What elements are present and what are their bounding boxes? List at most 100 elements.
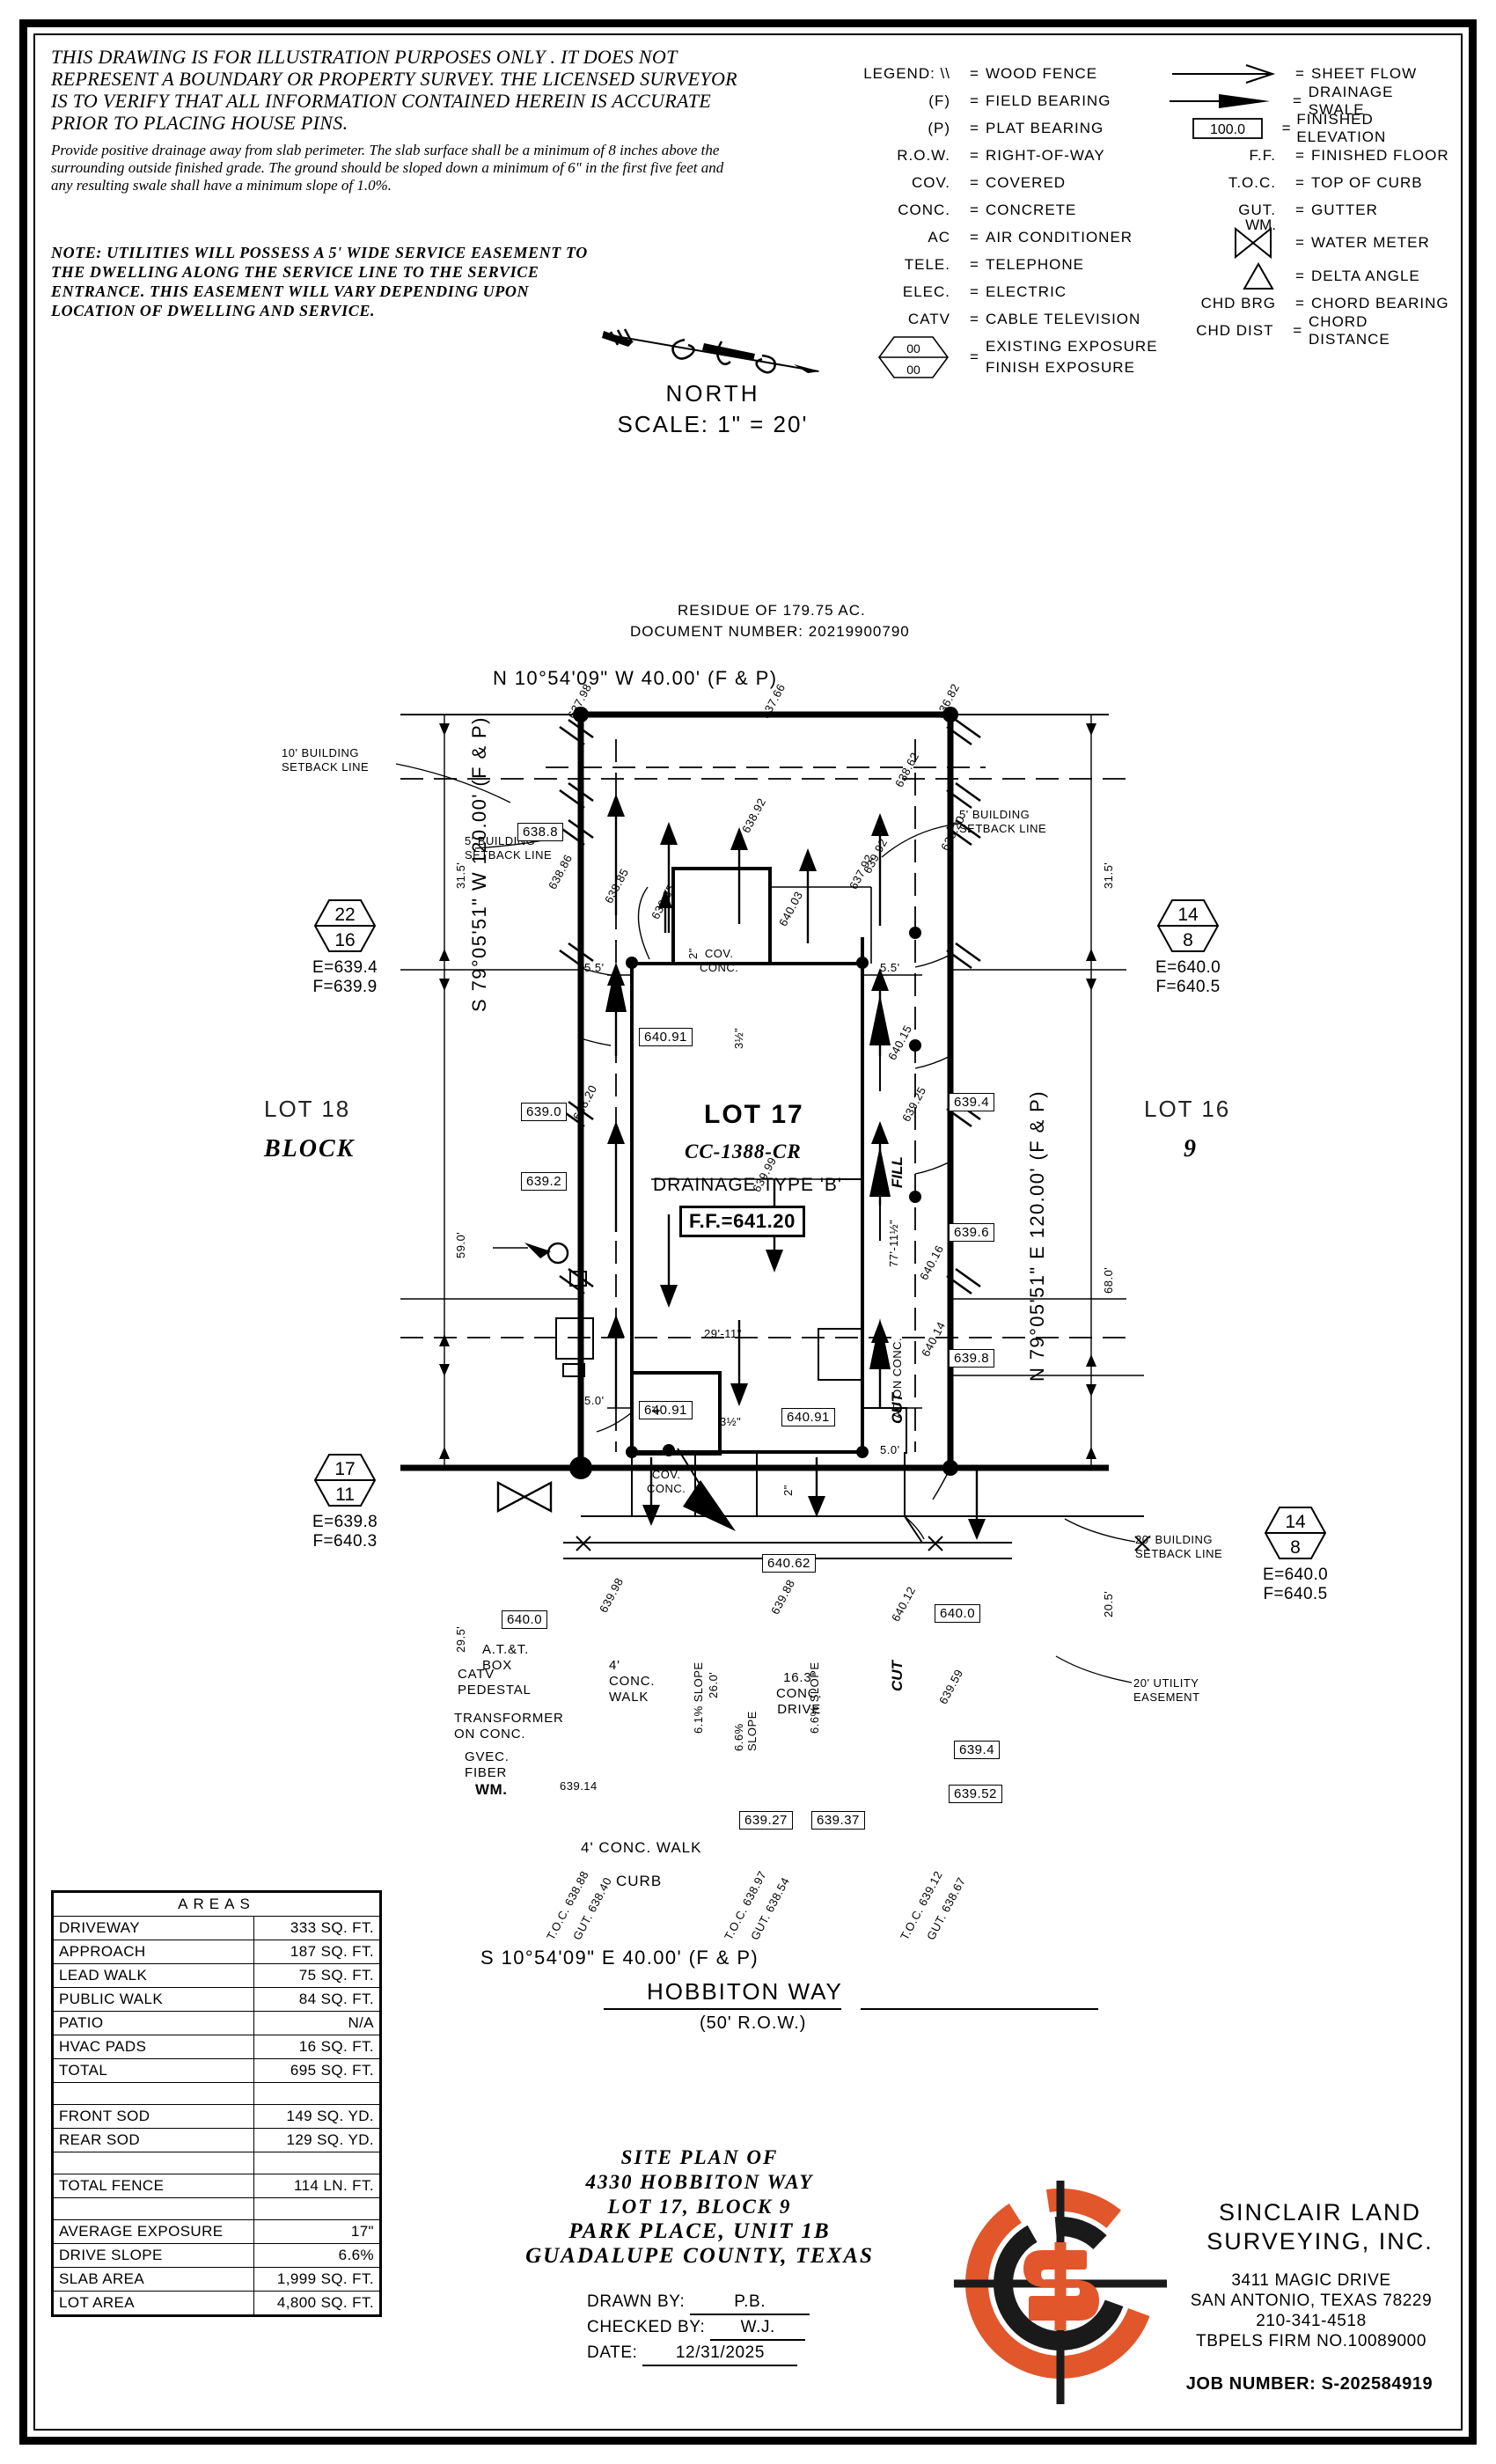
area-label: REAR SOD <box>53 2128 254 2152</box>
area-value: 17" <box>253 2219 380 2244</box>
legend-row-drainage-swale: =DRAINAGE SWALE <box>1144 84 1452 118</box>
residue-line-2: DOCUMENT NUMBER: 20219900790 <box>630 623 910 640</box>
elevation-box-639-52: 639.52 <box>949 1785 1002 1803</box>
legend-key: CATV <box>907 310 950 327</box>
legend-row-gutter: GUT.=GUTTER <box>1144 196 1452 224</box>
firm-name-line-1: SINCLAIR LAND <box>1218 2199 1422 2226</box>
legend-equals: = <box>970 310 979 327</box>
legend-value: FINISHED FLOOR <box>1311 146 1449 164</box>
hex-marker-lower-left: 17 11 E=639.8 F=640.3 <box>312 1452 378 1551</box>
sheet-border-inner <box>33 33 1463 2431</box>
setback-10-label: 10' BUILDING SETBACK LINE <box>282 746 370 774</box>
svg-text:22: 22 <box>334 905 355 925</box>
area-value: 84 SQ. FT. <box>253 1987 380 2012</box>
sheet-flow-arrow <box>1144 63 1288 84</box>
legend-key: (P) <box>928 119 950 136</box>
bearing-north: N 10°54'09" W 40.00' (F & P) <box>493 667 778 689</box>
firm-license-no: TBPELS FIRM NO.10089000 <box>1196 2332 1426 2350</box>
lot-16-block-label: 9 <box>1184 1135 1198 1162</box>
dim-68-0: 68.0' <box>1102 1266 1115 1294</box>
svg-text:00: 00 <box>906 363 920 377</box>
legend-key: CONC. <box>898 201 950 218</box>
firm-name: SINCLAIR LAND SURVEYING, INC. <box>1179 2198 1461 2256</box>
legend-equals: = <box>1295 294 1304 312</box>
annotation-drive-slope: 6.6% SLOPE <box>732 1711 759 1751</box>
dim-26-0: 26.0' <box>707 1671 720 1698</box>
annotation-4ft-conc-walk-vert: 4' CONC. WALK <box>609 1658 656 1705</box>
dim-31-5-left: 31.5' <box>454 862 467 889</box>
title-line-4: PARK PLACE, UNIT 1B <box>568 2219 831 2243</box>
spot-elev-639-14: 639.14 <box>560 1779 598 1793</box>
lot-16-label: LOT 16 <box>1144 1096 1231 1122</box>
area-label: TOTAL <box>53 2058 254 2083</box>
plan-code: CC-1388-CR <box>685 1140 802 1162</box>
hex-lower-left-f: F=640.3 <box>312 1532 378 1551</box>
area-value: 187 SQ. FT. <box>253 1940 380 1964</box>
elevation-box-639-0: 639.0 <box>521 1103 568 1121</box>
hex-marker-upper-left: 22 16 E=639.4 F=639.9 <box>312 898 378 997</box>
legend-row-concrete: CONC.=CONCRETE <box>818 196 1452 224</box>
dim-77-11: 77'-11½" <box>887 1219 900 1267</box>
callout-leaders <box>395 763 1136 1683</box>
legend-row-finished-floor: F.F.=FINISHED FLOOR <box>1144 142 1452 169</box>
dim-59-0: 59.0' <box>454 1231 467 1258</box>
area-label: HVAC PADS <box>53 2035 254 2059</box>
hexagon-icon: 14 8 <box>1156 899 1220 952</box>
annotation-catv-pedestal: CATV PEDESTAL <box>458 1667 532 1698</box>
legend-key: AC <box>928 228 950 246</box>
elevation-box-640-62: 640.62 <box>762 1554 816 1573</box>
title-line-2: 4330 HOBBITON WAY <box>585 2171 814 2193</box>
legend-value: PLAT BEARING <box>986 119 1104 136</box>
legend-equals: = <box>1295 267 1304 284</box>
firm-block: SINCLAIR LAND SURVEYING, INC. 3411 MAGIC… <box>950 2174 1461 2416</box>
svg-text:8: 8 <box>1290 1537 1301 1558</box>
area-label: LOT AREA <box>53 2291 254 2315</box>
title-block: SITE PLAN OF 4330 HOBBITON WAY LOT 17, B… <box>515 2145 884 2366</box>
svg-text:16: 16 <box>334 930 355 950</box>
title-line-5: GUADALUPE COUNTY, TEXAS <box>525 2244 874 2268</box>
legend-equals: = <box>1295 234 1304 251</box>
area-label: DRIVEWAY <box>53 1916 254 1940</box>
dim-3half-front: 3½" <box>720 1415 742 1428</box>
legend-value: CHORD DISTANCE <box>1309 312 1390 348</box>
elevation-box-640-91-b: 640.91 <box>639 1401 693 1419</box>
legend-key: LEGEND: \\ <box>783 65 963 83</box>
legend-equals: = <box>970 348 979 365</box>
lot-17-title: LOT 17 <box>704 1100 804 1129</box>
dim-29-5: 29.5' <box>454 1625 467 1653</box>
area-value: 114 LN. FT. <box>253 2174 380 2198</box>
annotation-transformer: TRANSFORMER ON CONC. <box>454 1711 564 1742</box>
legend-value: TELEPHONE <box>986 255 1084 273</box>
residue-line-1: RESIDUE OF 179.75 AC. <box>678 602 866 619</box>
disclaimer-main-text: THIS DRAWING IS FOR ILLUSTRATION PURPOSE… <box>51 46 737 134</box>
dim-29-11: 29'-11" <box>704 1327 742 1340</box>
legend-key: CHD DIST <box>1196 321 1274 339</box>
area-value: 75 SQ. FT. <box>253 1963 380 1988</box>
svg-text:14: 14 <box>1285 1512 1306 1532</box>
dim-20-5: 20.5' <box>1102 1590 1115 1617</box>
elevation-box-639-4-lower: 639.4 <box>954 1741 1001 1759</box>
legend-row-chord-bearing: CHD BRG=CHORD BEARING <box>1144 290 1452 317</box>
street-underline-right <box>861 2008 1098 2010</box>
boxed-elevation: 100.0 <box>1144 117 1276 140</box>
legend-key: GUT. <box>1238 201 1276 218</box>
legend-row-air-conditioner: AC=AIR CONDITIONER <box>818 224 1452 251</box>
legend-row-plat-bearing: (P) = PLAT BEARING <box>818 114 1452 142</box>
hex-upper-right-e: E=640.0 <box>1155 958 1221 977</box>
legend-key: ELEC. <box>902 282 950 300</box>
legend-row-electric: ELEC.=ELECTRIC <box>818 278 1452 305</box>
legend-equals: = <box>1281 119 1291 136</box>
area-value: 695 SQ. FT. <box>253 2058 380 2083</box>
elevation-box-640-91-c: 640.91 <box>781 1408 835 1426</box>
hex-lower-right-e: E=640.0 <box>1263 1566 1329 1584</box>
svg-text:100.0: 100.0 <box>1210 122 1245 137</box>
legend-row-delta-angle: =DELTA ANGLE <box>1144 261 1452 290</box>
street-row: (50' R.O.W.) <box>700 2013 807 2033</box>
dim-31-5-right: 31.5' <box>1102 862 1115 889</box>
area-label <box>53 2152 254 2174</box>
